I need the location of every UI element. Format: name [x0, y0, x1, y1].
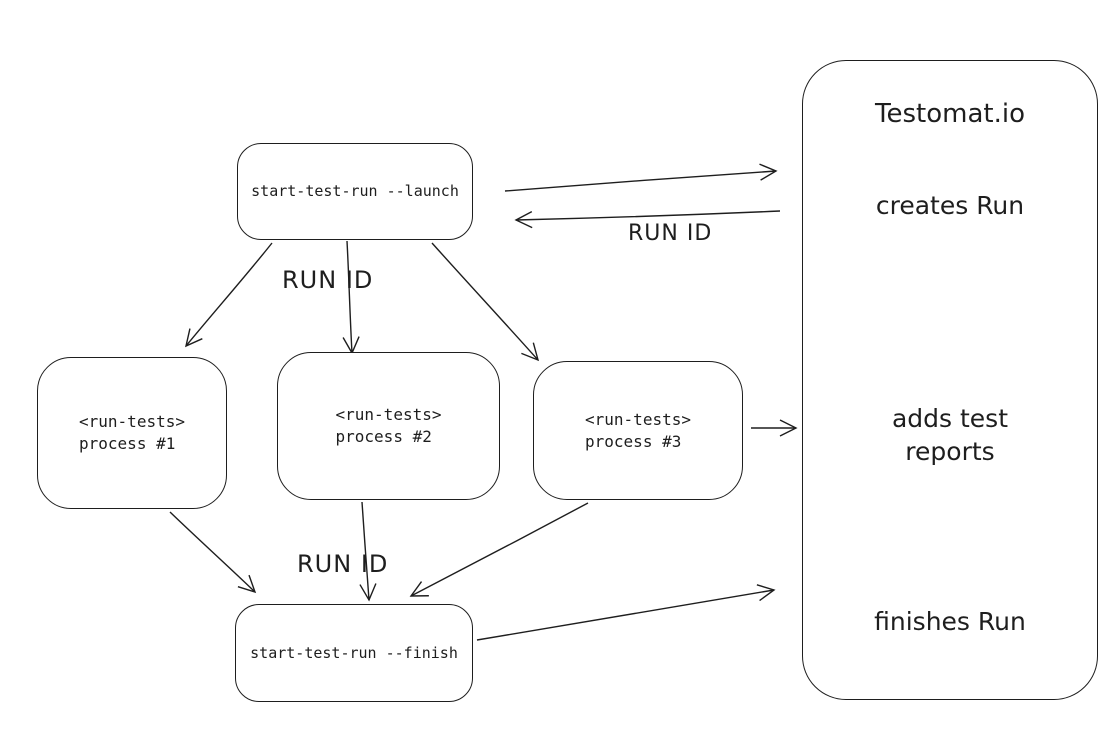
node-start-test-run-finish: start-test-run --finish [235, 604, 473, 702]
node-run-tests-process-1: <run-tests> process #1 [37, 357, 227, 509]
arrow-launch-to-testomat [504, 163, 778, 192]
arrow-process1-to-finish [169, 511, 257, 594]
node-run-tests-process-1-label: <run-tests> process #1 [79, 412, 185, 453]
arrow-launch-to-process2 [342, 240, 360, 355]
testomat-step-adds-test-reports: adds test reports [891, 404, 1009, 466]
node-run-tests-process-2: <run-tests> process #2 [277, 352, 500, 500]
arrow-finish-to-testomat [476, 584, 776, 641]
arrow-testomat-to-launch [514, 210, 781, 229]
node-start-test-run-launch-label: start-test-run --launch [251, 182, 459, 201]
edge-label-run-id-fanin: RUN ID [297, 550, 389, 578]
node-start-test-run-launch: start-test-run --launch [237, 143, 473, 240]
testomat-step-creates-run: creates Run [875, 191, 1025, 220]
node-testomat-io: Testomat.io creates Run adds test report… [802, 60, 1098, 700]
arrow-process2-to-finish [359, 501, 377, 602]
edge-label-run-id-response: RUN ID [628, 221, 713, 246]
node-run-tests-process-2-label: <run-tests> process #2 [335, 405, 442, 446]
arrow-launch-to-process3 [431, 242, 540, 362]
testomat-title: Testomat.io [875, 99, 1025, 129]
node-run-tests-process-3: <run-tests> process #3 [533, 361, 743, 500]
arrow-launch-to-process1 [185, 242, 273, 348]
edge-label-run-id-fanout: RUN ID [282, 266, 374, 294]
testomat-step-finishes-run: finishes Run [874, 607, 1026, 636]
node-start-test-run-finish-label: start-test-run --finish [250, 643, 458, 662]
node-run-tests-process-3-label: <run-tests> process #3 [585, 409, 691, 451]
arrow-process3-to-finish [409, 502, 589, 597]
